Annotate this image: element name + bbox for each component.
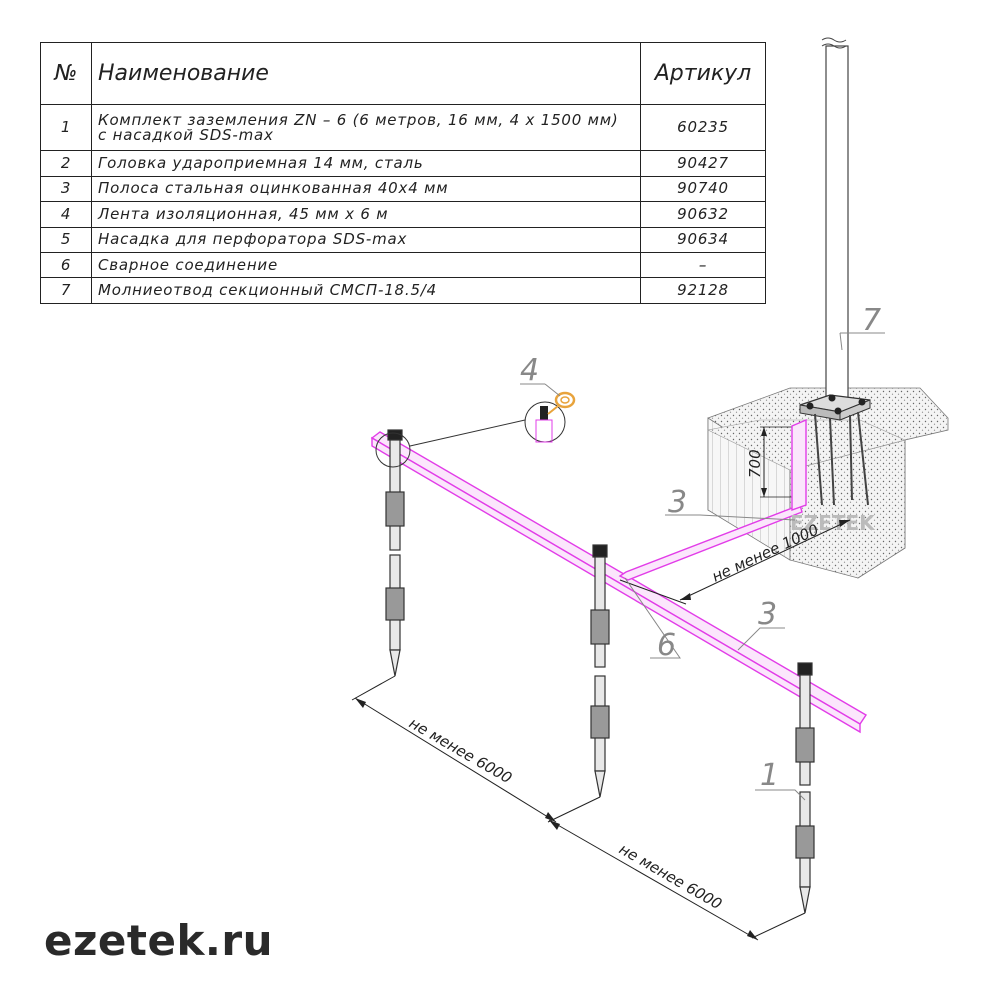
callout-6: 6 [657, 628, 676, 663]
callout-4: 4 [520, 353, 539, 388]
row-name: Сварное соединение [91, 251, 641, 279]
dimension-6000-left: не менее 6000 [406, 714, 515, 787]
header-article: Артикул [640, 41, 766, 106]
ground-electrode-left [385, 429, 405, 677]
table-row: 5 Насадка для перфоратора SDS-max 90634 [40, 226, 766, 254]
ground-electrode-middle [590, 544, 610, 798]
callout-3-top: 3 [668, 485, 687, 520]
row-article: 92128 [640, 277, 766, 304]
watermark: EZETEK [790, 511, 876, 535]
table-row: 1 Комплект заземления ZN – 6 (6 метров, … [40, 104, 766, 152]
callout-3-bottom: 3 [758, 597, 777, 632]
callout-leaders [624, 332, 885, 801]
row-name: Головка ударопри­емная 14 мм, сталь [91, 150, 641, 177]
dimension-6000-right: не менее 6000 [616, 840, 725, 913]
header-name: Наименование [91, 41, 641, 106]
dimension-arrows [355, 520, 850, 940]
row-num: 2 [40, 150, 92, 177]
brand-logo: ezetek.ru [44, 916, 273, 965]
row-article: – [640, 251, 766, 279]
ground-block [707, 387, 949, 579]
row-name-line1: Комплект заземления ZN – 6 (6 метров, 16… [98, 110, 619, 129]
callout-1: 1 [760, 758, 779, 793]
row-name: Насадка для перфоратора SDS-max [91, 226, 641, 254]
dimension-lines [351, 519, 851, 941]
lightning-rod-mast [799, 37, 871, 506]
ground-electrode-right [795, 662, 815, 914]
callout-7: 7 [862, 303, 881, 338]
row-num: 6 [40, 251, 92, 279]
specification-table: № Наименование Артикул 1 Комплект заземл… [40, 41, 766, 304]
row-name: Молниеотвод секционный СМСП-18.5/4 [91, 277, 641, 304]
row-name-line2: с насадкой SDS-max [98, 125, 274, 144]
row-num: 7 [40, 277, 92, 304]
table-row: 4 Лента изоляционная, 45 мм х 6 м 90632 [40, 201, 766, 228]
steel-strip [370, 418, 867, 734]
table-header-row: № Наименование Артикул [40, 41, 766, 106]
header-num: № [40, 41, 92, 106]
row-article: 60235 [640, 104, 766, 152]
table-row: 6 Сварное соединение – [40, 251, 766, 279]
dimension-700-label: 700 [746, 449, 764, 478]
table-row: 7 Молниеотвод секционный СМСП-18.5/4 921… [40, 277, 766, 304]
row-article: 90740 [640, 175, 766, 203]
detail-callout-4 [375, 383, 576, 468]
